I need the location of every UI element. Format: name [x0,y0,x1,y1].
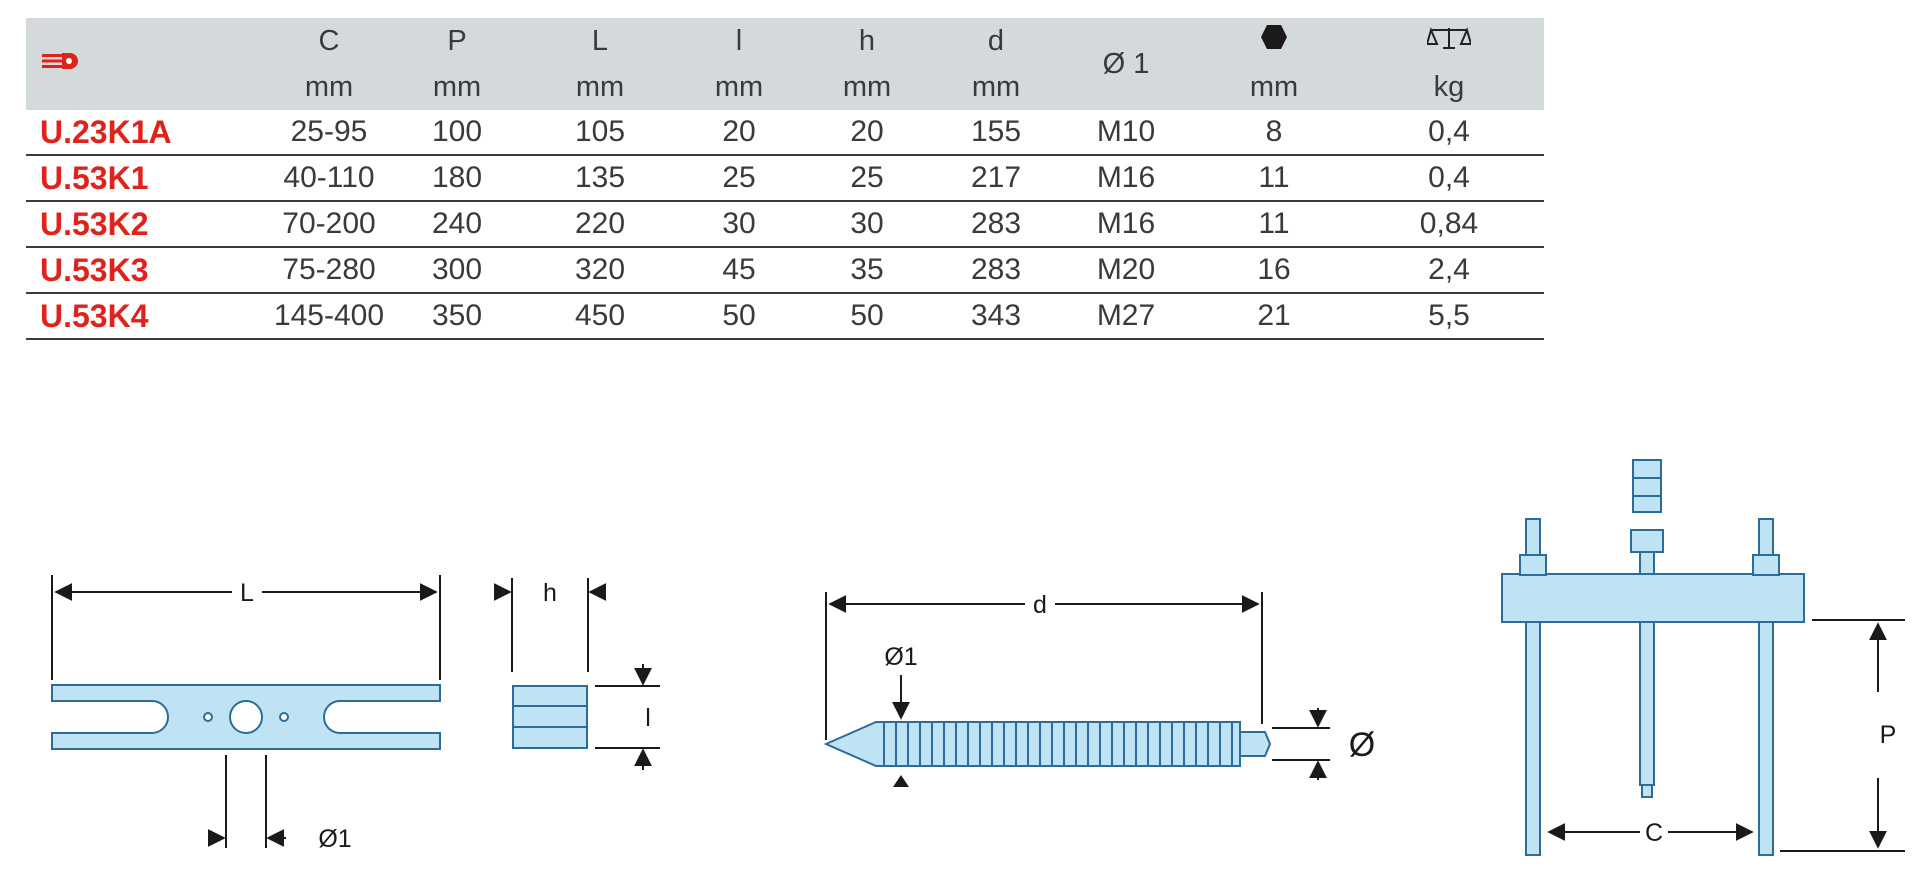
table-cell: 30 [800,201,934,248]
table-cell: 283 [934,247,1058,294]
table-cell: 105 [522,110,678,156]
table-cell: 350 [392,293,522,340]
puller-spread-label: C [1645,819,1663,847]
table-cell: 40-110 [266,155,392,202]
side-hole [203,712,213,722]
model-cell: U.23K1A [26,110,266,156]
table-row: U.53K3 75-280 300 320 45 35 283 M20 16 2… [26,247,1544,294]
table-cell: 21 [1194,293,1354,340]
nut [1630,529,1664,553]
table-cell: 100 [392,110,522,156]
table-row: U.53K2 70-200 240 220 30 30 283 M16 11 0… [26,201,1544,248]
table-cell: 240 [392,201,522,248]
table-cell: 145-400 [266,293,392,340]
header-tool-icon-cell [26,18,266,110]
screw-length-label: d [1033,591,1047,619]
model-cell: U.53K1 [26,155,266,202]
header-thread: Ø 1 [1102,48,1150,80]
hexagon-icon [1261,25,1287,49]
puller-symbol-icon [42,53,78,69]
screw-drawing: d Ø1 Ø [823,591,1375,787]
table-row: U.23K1A 25-95 100 105 20 20 155 M10 8 0,… [26,110,1544,156]
table-cell: 75-280 [266,247,392,294]
table-cell: M20 [1058,247,1194,294]
crossbar-hole-label: Ø1 [318,825,351,853]
header-weight: kg [1354,18,1544,110]
screw-part [823,721,1241,767]
table-cell: 45 [678,247,800,294]
table-cell: 11 [1194,155,1354,202]
table-cell: 2,4 [1354,247,1544,294]
table-cell: 0,4 [1354,110,1544,156]
table-cell: M16 [1058,201,1194,248]
puller-assembly-drawing: P C [1501,459,1905,856]
nut [1519,554,1547,576]
puller-reach-label: P [1880,721,1897,749]
table-row: U.53K4 145-400 350 450 50 50 343 M27 21 … [26,293,1544,340]
table-cell: 30 [678,201,800,248]
table-cell: 0,4 [1354,155,1544,202]
table-cell: 283 [934,201,1058,248]
table-cell: M16 [1058,155,1194,202]
header-hex: mm [1194,18,1354,110]
table-cell: 220 [522,201,678,248]
table-cell: 50 [800,293,934,340]
table-row: U.53K1 40-110 180 135 25 25 217 M16 11 0… [26,155,1544,202]
center-hole [229,700,263,734]
table-cell: M27 [1058,293,1194,340]
table-cell: 155 [934,110,1058,156]
table-cell: 70-200 [266,201,392,248]
table-cell: 320 [522,247,678,294]
model-cell: U.53K3 [26,247,266,294]
table-cell: 25-95 [266,110,392,156]
table-cell: 8 [1194,110,1354,156]
scale-icon [1425,27,1473,49]
hex-head [1632,459,1662,513]
screw-diameter-label: Ø [1349,726,1375,764]
crossbar [1501,573,1805,623]
table-cell: 25 [800,155,934,202]
table-cell: 20 [678,110,800,156]
table-cell: 300 [392,247,522,294]
table-cell: 0,84 [1354,201,1544,248]
table-cell: 50 [678,293,800,340]
table-cell: 16 [1194,247,1354,294]
table-cell: 20 [800,110,934,156]
table-cell: 450 [522,293,678,340]
model-cell: U.53K4 [26,293,266,340]
crossbar-length-label: L [240,579,254,607]
model-cell: U.53K2 [26,201,266,248]
block-part [512,685,588,749]
table-cell: 35 [800,247,934,294]
crossbar-drawing: L Ø1 [51,575,441,853]
side-hole [279,712,289,722]
table-cell: 343 [934,293,1058,340]
screw-thread-label: Ø1 [884,643,917,671]
nut [1752,554,1780,576]
table-cell: M10 [1058,110,1194,156]
block-height-label: h [543,579,557,607]
table-cell: 25 [678,155,800,202]
block-drawing: h l [493,578,660,770]
table-cell: 180 [392,155,522,202]
table-cell: 11 [1194,201,1354,248]
block-width-label: l [645,704,651,732]
table-cell: 5,5 [1354,293,1544,340]
table-cell: 135 [522,155,678,202]
table-cell: 217 [934,155,1058,202]
